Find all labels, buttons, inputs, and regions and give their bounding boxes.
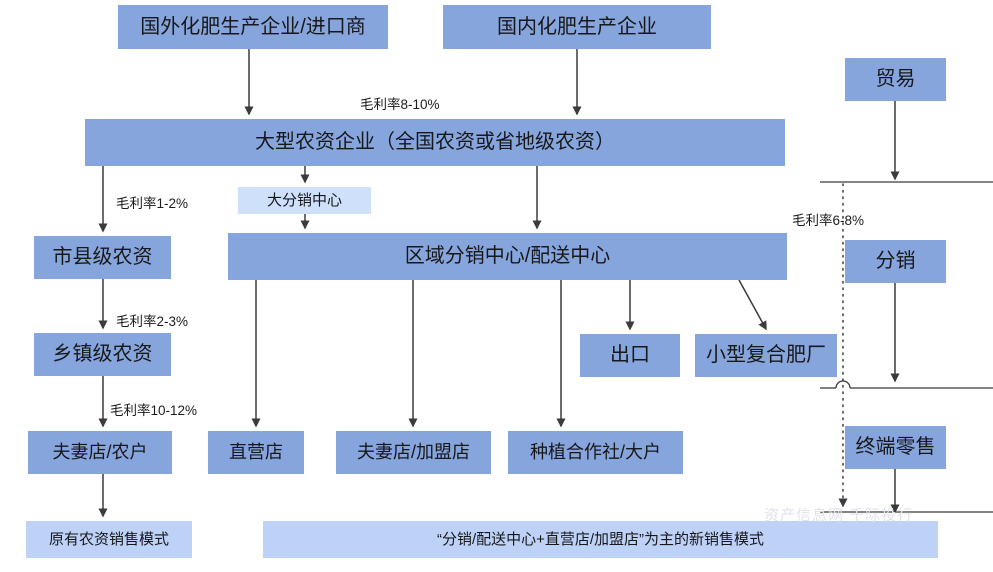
node-distribution[interactable]: 分销 [845, 240, 946, 283]
node-label: 市县级农资 [52, 246, 153, 268]
margin-label-1-2: 毛利率1-2% [116, 196, 189, 211]
node-terminal-retail[interactable]: 终端零售 [845, 426, 946, 469]
margin-label-2-3: 毛利率2-3% [116, 314, 189, 329]
node-legacy-sales-mode[interactable]: 原有农资销售模式 [26, 521, 192, 558]
margin-label-6-8: 毛利率6-8% [792, 213, 865, 228]
node-label: 区域分销中心/配送中心 [404, 245, 611, 267]
node-label: 贸易 [875, 68, 916, 90]
node-couple-store-franchise[interactable]: 夫妻店/加盟店 [336, 431, 491, 474]
node-label: 分销 [875, 250, 916, 272]
node-label: 终端零售 [855, 436, 936, 458]
node-label: 小型复合肥厂 [706, 344, 826, 366]
node-label: 夫妻店/加盟店 [356, 442, 470, 463]
node-label: 出口 [610, 344, 650, 366]
watermark: 资产信息网 千际投行 [764, 507, 914, 524]
node-label: 原有农资销售模式 [48, 530, 169, 548]
node-label: 乡镇级农资 [52, 343, 153, 365]
node-new-sales-mode[interactable]: “分销/配送中心+直营店/加盟店”为主的新销售模式 [263, 521, 938, 558]
node-label: 国内化肥生产企业 [497, 15, 657, 38]
node-export[interactable]: 出口 [580, 334, 680, 377]
node-label: “分销/配送中心+直营店/加盟店”为主的新销售模式 [436, 530, 765, 548]
node-label: 大分销中心 [266, 191, 342, 209]
node-label: 直营店 [229, 442, 283, 463]
node-direct-store[interactable]: 直营店 [208, 431, 304, 474]
margin-label-8-10: 毛利率8-10% [360, 97, 440, 112]
node-small-compound-fertilizer-plant[interactable]: 小型复合肥厂 [695, 334, 837, 377]
node-label: 种植合作社/大户 [529, 442, 661, 463]
node-foreign-manufacturer[interactable]: 国外化肥生产企业/进口商 [118, 5, 388, 49]
node-city-county-agri[interactable]: 市县级农资 [34, 236, 171, 279]
node-regional-distribution-center[interactable]: 区域分销中心/配送中心 [228, 233, 787, 280]
margin-label-10-12: 毛利率10-12% [110, 403, 198, 418]
node-large-agri-enterprise[interactable]: 大型农资企业（全国农资或省地级农资） [85, 119, 785, 166]
node-label: 大型农资企业（全国农资或省地级农资） [255, 131, 615, 153]
node-couple-store-farmer[interactable]: 夫妻店/农户 [28, 431, 172, 474]
node-label: 国外化肥生产企业/进口商 [140, 15, 366, 38]
node-planting-coop-large-grower[interactable]: 种植合作社/大户 [508, 431, 683, 474]
node-trade[interactable]: 贸易 [845, 58, 946, 101]
node-label: 夫妻店/农户 [52, 442, 148, 463]
node-domestic-manufacturer[interactable]: 国内化肥生产企业 [443, 5, 711, 49]
node-township-agri[interactable]: 乡镇级农资 [34, 333, 171, 376]
node-big-distribution-center[interactable]: 大分销中心 [238, 187, 371, 214]
